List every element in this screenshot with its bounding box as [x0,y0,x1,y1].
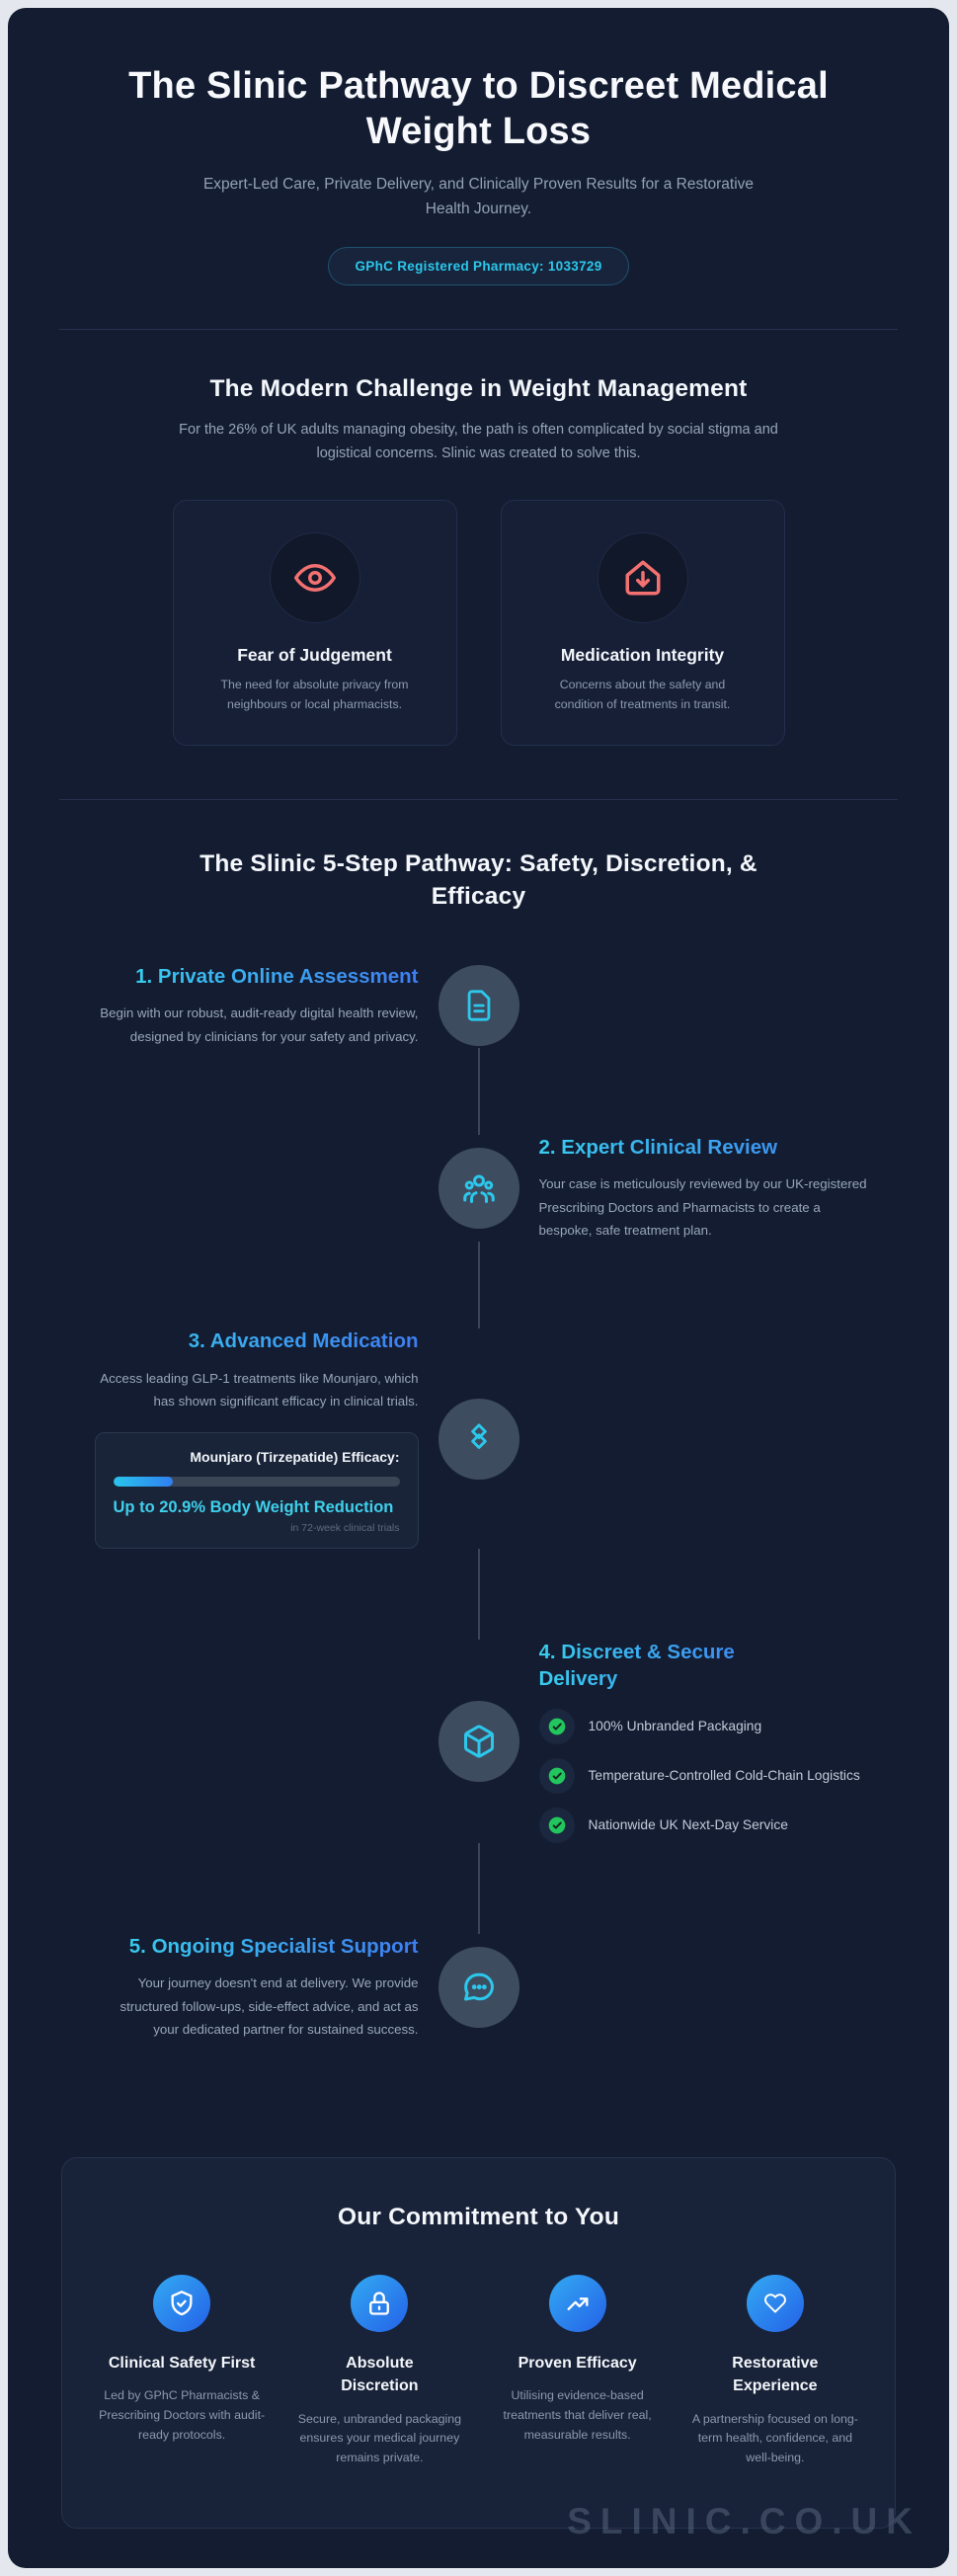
timeline-connector [55,1842,902,1934]
pathway-section: The Slinic 5-Step Pathway: Safety, Discr… [55,847,902,2042]
trending-up-icon [548,2275,606,2333]
challenge-section: The Modern Challenge in Weight Managemen… [55,375,902,746]
check-circle-icon [538,1757,575,1794]
checklist-item: 100% Unbranded Packaging [538,1708,860,1744]
challenge-card-integrity: Medication Integrity Concerns about the … [500,500,785,746]
commitment-text: A partnership focused on long-term healt… [691,2411,858,2465]
step-text: Your journey doesn't end at delivery. We… [120,1975,419,2037]
timeline-connector [55,1549,902,1641]
challenge-card-text: Concerns about the safety and condition … [554,678,731,711]
commitment-item-safety: Clinical Safety First Led by GPhC Pharma… [96,2275,268,2468]
step-title: 4. Discreet & Secure Delivery [539,1640,784,1692]
efficacy-note: in 72-week clinical trials [290,1522,400,1535]
efficacy-progress-fill [113,1477,174,1488]
challenge-card-title: Fear of Judgement [237,645,392,666]
delivery-checklist: 100% Unbranded Packaging Temperature-Con… [538,1708,860,1843]
layers-icon [438,1398,519,1480]
site-watermark: SLINIC.CO.UK [567,2501,921,2542]
step-text: Begin with our robust, audit-ready digit… [100,1006,419,1044]
commitment-title: Absolute Discretion [341,2355,419,2395]
commitment-title: Restorative Experience [732,2355,819,2395]
step-title: 5. Ongoing Specialist Support [129,1934,419,1961]
check-circle-icon [538,1708,575,1744]
infographic-page: The Slinic Pathway to Discreet Medical W… [8,8,949,2569]
pathway-step-1: 1. Private Online Assessment Begin with … [55,964,902,1048]
commitment-item-efficacy: Proven Efficacy Utilising evidence-based… [492,2275,664,2468]
challenge-card-text: The need for absolute privacy from neigh… [220,678,409,711]
commitment-grid: Clinical Safety First Led by GPhC Pharma… [96,2275,861,2468]
efficacy-label: Mounjaro (Tirzepatide) Efficacy: [190,1449,400,1466]
commitment-heading: Our Commitment to You [337,2204,620,2231]
section-divider [59,798,898,800]
efficacy-result: Up to 20.9% Body Weight Reduction [113,1498,394,1517]
challenge-heading: The Modern Challenge in Weight Managemen… [209,375,748,403]
step-text: Your case is meticulously reviewed by ou… [538,1176,867,1238]
pathway-step-5: 5. Ongoing Specialist Support Your journ… [55,1934,902,2041]
users-icon [438,1148,519,1230]
challenge-card-fear: Fear of Judgement The need for absolute … [172,500,457,746]
commitment-item-experience: Restorative Experience A partnership foc… [689,2275,861,2468]
page-subtitle: Expert-Led Care, Private Delivery, and C… [202,175,755,217]
pathway-timeline: 1. Private Online Assessment Begin with … [55,964,902,2042]
house-arrow-down-icon [597,532,688,624]
commitment-text: Utilising evidence-based treatments that… [503,2388,652,2442]
checklist-item: Temperature-Controlled Cold-Chain Logist… [538,1757,860,1794]
commitment-title: Proven Efficacy [518,2355,637,2373]
step-title: 3. Advanced Medication [93,1328,419,1355]
timeline-connector [55,1242,902,1329]
challenge-card-title: Medication Integrity [560,645,725,666]
commitment-section: Our Commitment to You Clinical Safety Fi… [61,2157,896,2530]
header: The Slinic Pathway to Discreet Medical W… [55,63,902,286]
checklist-item: Nationwide UK Next-Day Service [538,1807,860,1843]
lock-icon [351,2275,409,2333]
step-text: Access leading GLP-1 treatments like Mou… [100,1370,419,1409]
challenge-cards: Fear of Judgement The need for absolute … [55,500,902,746]
commitment-title: Clinical Safety First [108,2355,256,2373]
step-title: 1. Private Online Assessment [135,964,418,991]
commitment-item-discretion: Absolute Discretion Secure, unbranded pa… [293,2275,465,2468]
document-icon [438,965,519,1047]
pathway-step-3: 3. Advanced Medication Access leading GL… [55,1328,902,1550]
gphc-registration-badge: GPhC Registered Pharmacy: 1033729 [328,247,629,286]
heart-icon [746,2275,804,2333]
efficacy-panel: Mounjaro (Tirzepatide) Efficacy: Up to 2… [94,1432,419,1550]
check-circle-icon [538,1807,575,1843]
challenge-intro: For the 26% of UK adults managing obesit… [179,422,778,462]
package-icon [438,1701,519,1783]
pathway-step-2: 2. Expert Clinical Review Your case is m… [55,1135,902,1242]
timeline-connector [55,1047,902,1135]
efficacy-progress-track [113,1477,400,1488]
page-title: The Slinic Pathway to Discreet Medical W… [128,65,829,153]
eye-icon [269,532,360,624]
shield-check-icon [153,2275,211,2333]
pathway-heading: The Slinic 5-Step Pathway: Safety, Discr… [199,849,758,910]
commitment-text: Secure, unbranded packaging ensures your… [297,2411,462,2465]
pathway-step-4: 4. Discreet & Secure Delivery 100% Unbra… [55,1640,902,1843]
chat-icon [438,1946,519,2028]
step-title: 2. Expert Clinical Review [539,1135,875,1162]
commitment-text: Led by GPhC Pharmacists & Prescribing Do… [99,2388,266,2442]
section-divider [59,329,898,331]
